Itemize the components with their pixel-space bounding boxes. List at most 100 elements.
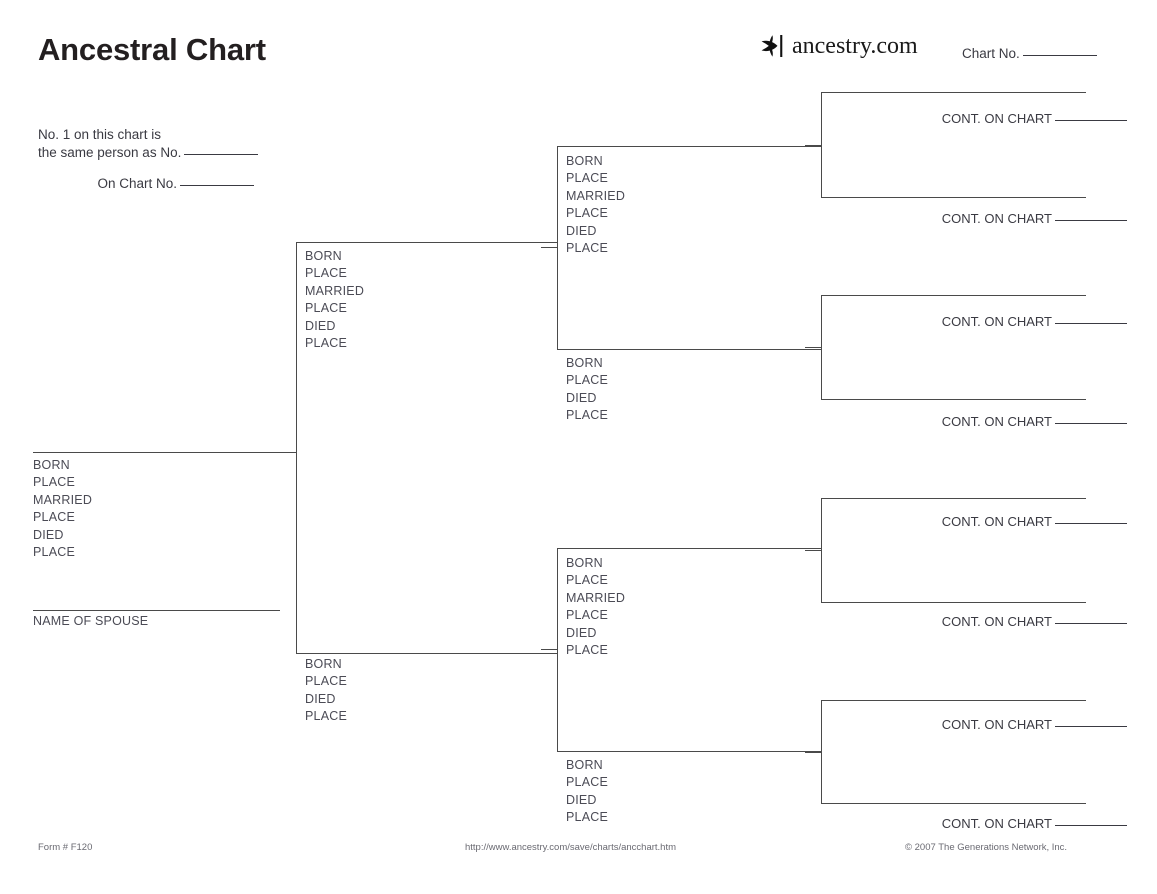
footer-form-number: Form # F120 [38,842,93,853]
gen4-bracket-2-vertical [821,295,822,399]
on-chart-no-field[interactable]: On Chart No. [38,175,254,191]
cont-on-chart-8[interactable]: CONT. ON CHART [820,815,1127,831]
field-place: PLACE [305,709,347,724]
person-5-fields: BORN PLACE DIED PLACE [566,355,608,425]
cont-on-chart-label: CONT. ON CHART [941,111,1052,126]
person-1-spouse-rule[interactable] [33,610,280,611]
field-born: BORN [566,556,603,570]
same-person-no-blank[interactable] [184,144,259,155]
field-married: MARRIED [566,188,626,203]
chart-no-label: Chart No. [962,46,1020,61]
field-place: PLACE [566,810,608,825]
field-place: PLACE [566,608,608,623]
person-1-spouse-label: NAME OF SPOUSE [33,614,149,628]
cont-on-chart-blank[interactable] [1055,313,1127,324]
field-born: BORN [305,249,342,263]
gen4-bracket-4-vertical [821,700,822,803]
cont-on-chart-blank[interactable] [1055,716,1127,727]
gen4-bracket-2-stub [805,347,822,348]
field-born: BORN [566,154,603,168]
cont-on-chart-5[interactable]: CONT. ON CHART [820,513,1127,529]
person-5-name-rule[interactable] [557,349,821,350]
gen4-slot-8-rule[interactable] [821,803,1086,804]
cont-on-chart-label: CONT. ON CHART [941,614,1052,629]
note-line-2[interactable]: the same person as No. [38,144,259,162]
cont-on-chart-3[interactable]: CONT. ON CHART [820,313,1127,329]
person-4-name-rule[interactable] [557,146,821,147]
person-6-name-rule[interactable] [557,548,821,549]
cont-on-chart-7[interactable]: CONT. ON CHART [820,716,1127,732]
field-died: DIED [566,792,597,807]
field-died: DIED [305,691,336,706]
gen4-slot-4-rule[interactable] [821,399,1086,400]
cont-on-chart-blank[interactable] [1055,413,1127,424]
brand-name: ancestry.com [792,33,918,59]
chart-no-blank[interactable] [1022,45,1097,56]
chart-no-field[interactable]: Chart No. [962,45,1097,61]
field-place: PLACE [566,373,608,388]
page-title: Ancestral Chart [38,32,266,67]
gen4-slot-7-rule[interactable] [821,700,1086,701]
field-died: DIED [566,390,597,405]
cont-on-chart-label: CONT. ON CHART [941,414,1052,429]
field-place: PLACE [566,171,608,186]
field-died: DIED [305,318,336,333]
gen4-slot-1-rule[interactable] [821,92,1086,93]
field-place: PLACE [305,266,347,281]
gen4-slot-5-rule[interactable] [821,498,1086,499]
person-7-name-rule[interactable] [557,751,821,752]
cont-on-chart-label: CONT. ON CHART [941,816,1052,831]
field-married: MARRIED [305,283,365,298]
cont-on-chart-label: CONT. ON CHART [941,211,1052,226]
same-person-note: No. 1 on this chart is the same person a… [38,126,259,162]
cont-on-chart-1[interactable]: CONT. ON CHART [820,110,1127,126]
on-chart-no-label: On Chart No. [97,176,177,191]
gen3-lower-connector-stub [541,649,558,650]
field-born: BORN [305,657,342,671]
field-place: PLACE [33,475,75,490]
gen4-bracket-1-stub [805,145,822,146]
cont-on-chart-blank[interactable] [1055,613,1127,624]
gen2-connector-stub [280,452,297,453]
gen3-upper-connector-stub [541,247,558,248]
field-place: PLACE [566,573,608,588]
gen4-slot-6-rule[interactable] [821,602,1086,603]
person-3-fields: BORN PLACE DIED PLACE [305,656,347,726]
person-2-name-rule[interactable] [296,242,558,243]
cont-on-chart-blank[interactable] [1055,815,1127,826]
cont-on-chart-blank[interactable] [1055,210,1127,221]
field-died: DIED [566,223,597,238]
cont-on-chart-6[interactable]: CONT. ON CHART [820,613,1127,629]
field-place: PLACE [566,206,608,221]
person-2-fields: BORN PLACE MARRIED PLACE DIED PLACE [305,248,364,352]
gen3-lower-bracket-vertical [557,548,558,751]
field-married: MARRIED [566,590,626,605]
gen4-slot-3-rule[interactable] [821,295,1086,296]
cont-on-chart-label: CONT. ON CHART [941,717,1052,732]
ancestry-brand: ancestry.com [757,31,918,61]
person-1-name-rule[interactable] [33,452,296,453]
gen4-bracket-3-vertical [821,498,822,602]
field-place: PLACE [33,510,75,525]
on-chart-no-blank[interactable] [180,175,254,186]
field-place: PLACE [566,643,608,658]
person-3-name-rule[interactable] [296,653,558,654]
person-7-fields: BORN PLACE DIED PLACE [566,757,608,827]
cont-on-chart-2[interactable]: CONT. ON CHART [820,210,1127,226]
gen2-bracket-vertical [296,242,297,653]
note-line-1: No. 1 on this chart is [38,127,162,142]
person-4-fields: BORN PLACE MARRIED PLACE DIED PLACE [566,153,625,257]
gen4-slot-2-rule[interactable] [821,197,1086,198]
footer-url: http://www.ancestry.com/save/charts/ancc… [465,842,677,853]
field-place: PLACE [305,301,347,316]
cont-on-chart-blank[interactable] [1055,513,1127,524]
gen4-bracket-3-stub [805,550,822,551]
person-1-fields: BORN PLACE MARRIED PLACE DIED PLACE [33,457,92,561]
cont-on-chart-blank[interactable] [1055,110,1127,121]
cont-on-chart-label: CONT. ON CHART [941,314,1052,329]
gen3-upper-bracket-vertical [557,146,558,349]
field-place: PLACE [305,674,347,689]
field-born: BORN [566,356,603,370]
cont-on-chart-4[interactable]: CONT. ON CHART [820,413,1127,429]
